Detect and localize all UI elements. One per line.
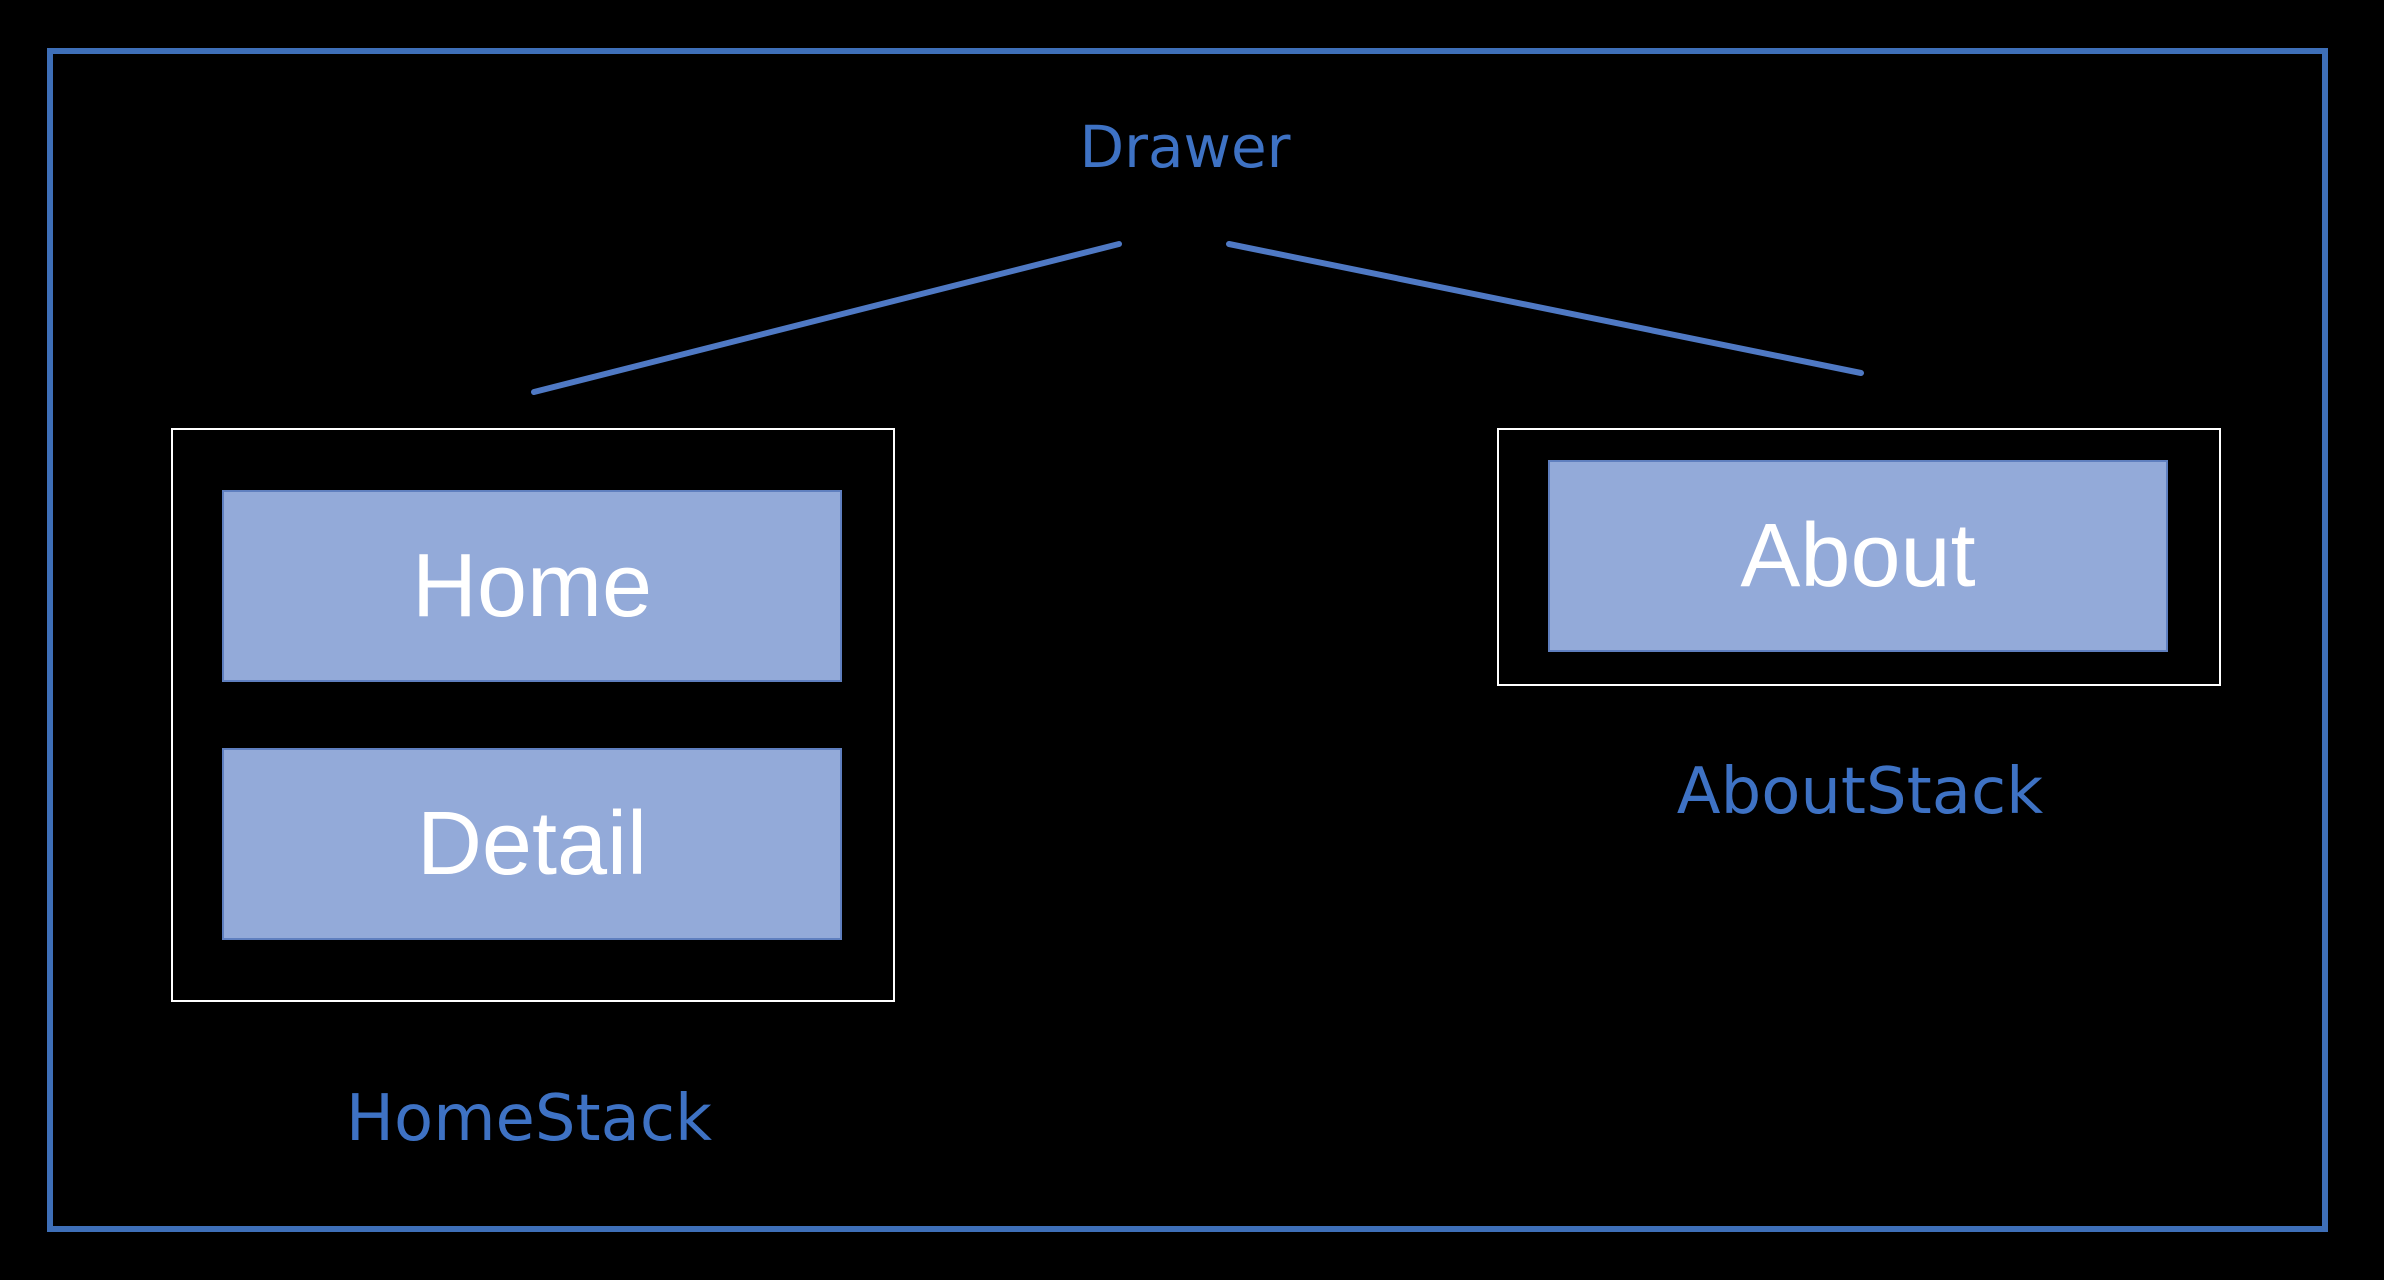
edge-drawer-aboutstack [1226, 241, 1864, 376]
edge-drawer-homestack [531, 241, 1122, 395]
root-node-label: Drawer [1079, 113, 1291, 181]
outer-frame [47, 48, 2328, 1232]
screen-about: About [1548, 460, 2168, 652]
screen-home: Home [222, 490, 842, 682]
screen-detail: Detail [222, 748, 842, 940]
home-stack-box [171, 428, 895, 1002]
home-stack-label: HomeStack [345, 1082, 713, 1156]
about-stack-label: AboutStack [1676, 755, 2044, 829]
about-stack-box [1497, 428, 2221, 686]
